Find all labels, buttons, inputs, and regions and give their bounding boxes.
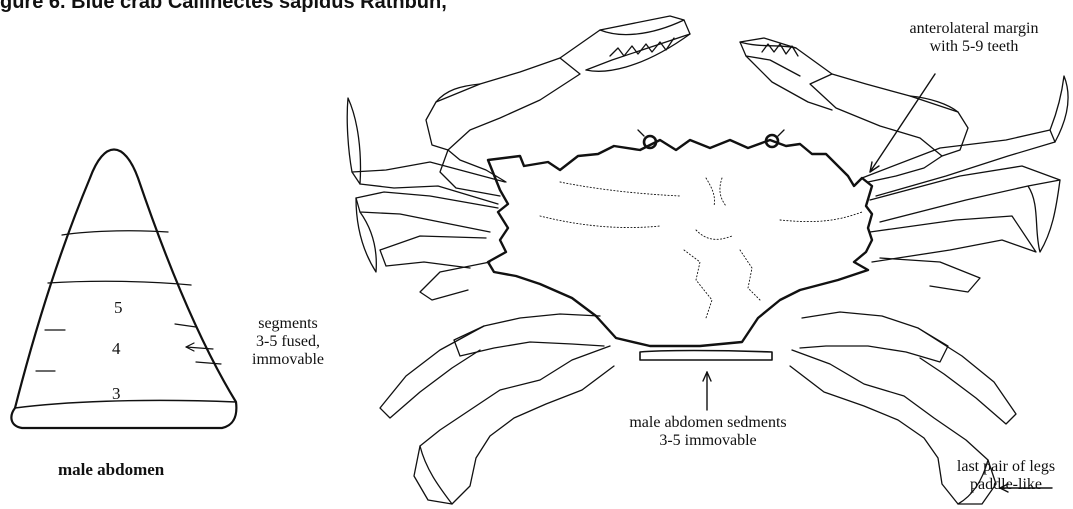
male-abdomen-drawing	[11, 150, 236, 429]
last-pair-of-legs-label: last pair of legs paddle-like	[944, 458, 1068, 494]
segment-number-3: 3	[112, 384, 121, 404]
male-abdomen-caption: male abdomen	[58, 460, 164, 480]
segment-number-5: 5	[114, 298, 123, 318]
anterolateral-margin-label: anterolateral margin with 5-9 teeth	[876, 20, 1072, 56]
male-abdomen-segments-label: male abdomen sedments 3-5 immovable	[600, 414, 816, 450]
segment-number-4: 4	[112, 339, 121, 359]
segments-fused-label: segments 3-5 fused, immovable	[248, 315, 328, 369]
